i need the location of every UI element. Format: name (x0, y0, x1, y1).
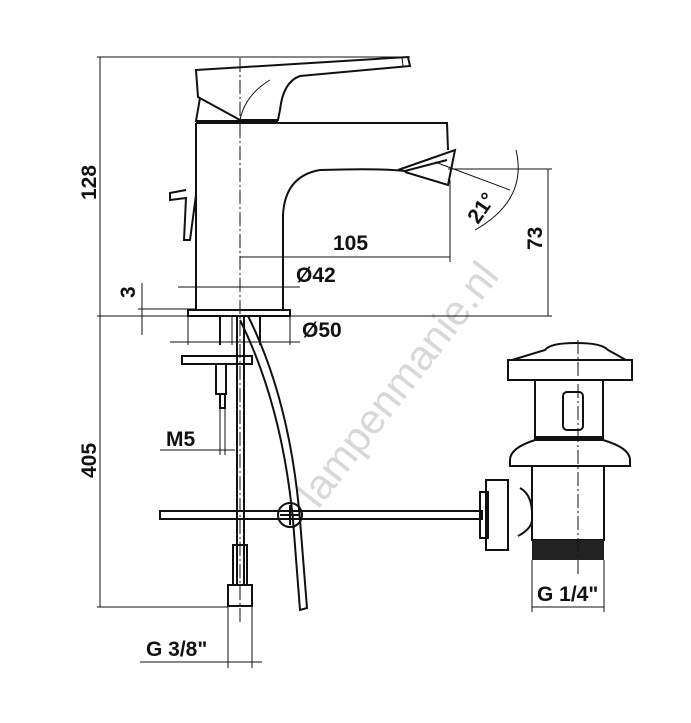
dim-body-diameter: Ø42 (296, 264, 336, 287)
faucet-body (169, 122, 457, 317)
dim-base-thickness: 3 (117, 286, 140, 298)
drain-pull-rod (159, 502, 483, 528)
dim-hose-connection: G 3/8" (146, 638, 207, 661)
faucet-lever-handle (194, 55, 412, 122)
watermark: lampenmanie.nl (288, 253, 508, 516)
dim-hose-length: 405 (78, 443, 101, 478)
dimension-lines (97, 56, 605, 668)
dim-spout-height: 73 (524, 227, 547, 250)
dim-spout-angle: 21° (463, 189, 500, 228)
mounting-shank (181, 315, 309, 612)
pop-up-drain (479, 340, 633, 575)
dim-rod-thread: M5 (166, 428, 195, 451)
dim-spout-reach: 105 (333, 232, 368, 255)
dim-drain-thread: G 1/4" (537, 583, 598, 606)
spout-nozzle (397, 148, 457, 187)
dim-total-height: 128 (78, 165, 101, 200)
dim-base-diameter: Ø50 (302, 319, 342, 342)
